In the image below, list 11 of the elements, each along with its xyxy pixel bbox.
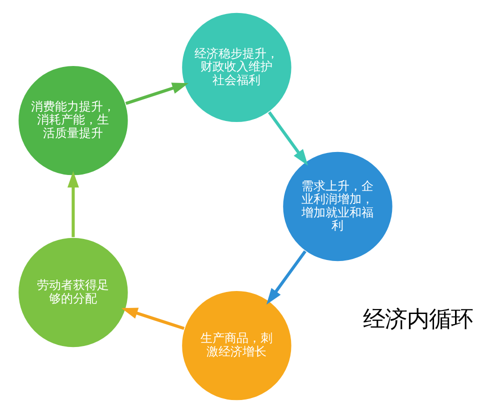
node-circle: 生产商品，刺激经济增长 — [180, 290, 292, 402]
label: 经济内循环 — [362, 306, 473, 333]
arrow — [120, 308, 184, 330]
node-circle: 劳动者获得足够的分配 — [17, 236, 128, 348]
arrow — [266, 250, 306, 305]
node-circle: 消费能力提升，消耗产能，生活质量提升 — [17, 64, 128, 176]
arrow — [267, 111, 308, 166]
arrow — [124, 82, 188, 105]
node-circle: 经济稳步提升，财政收入维护社会福利 — [180, 12, 292, 124]
node-circle: 需求上升，企业利润增加，增加就业和福利 — [282, 150, 393, 262]
arrow — [66, 171, 78, 238]
